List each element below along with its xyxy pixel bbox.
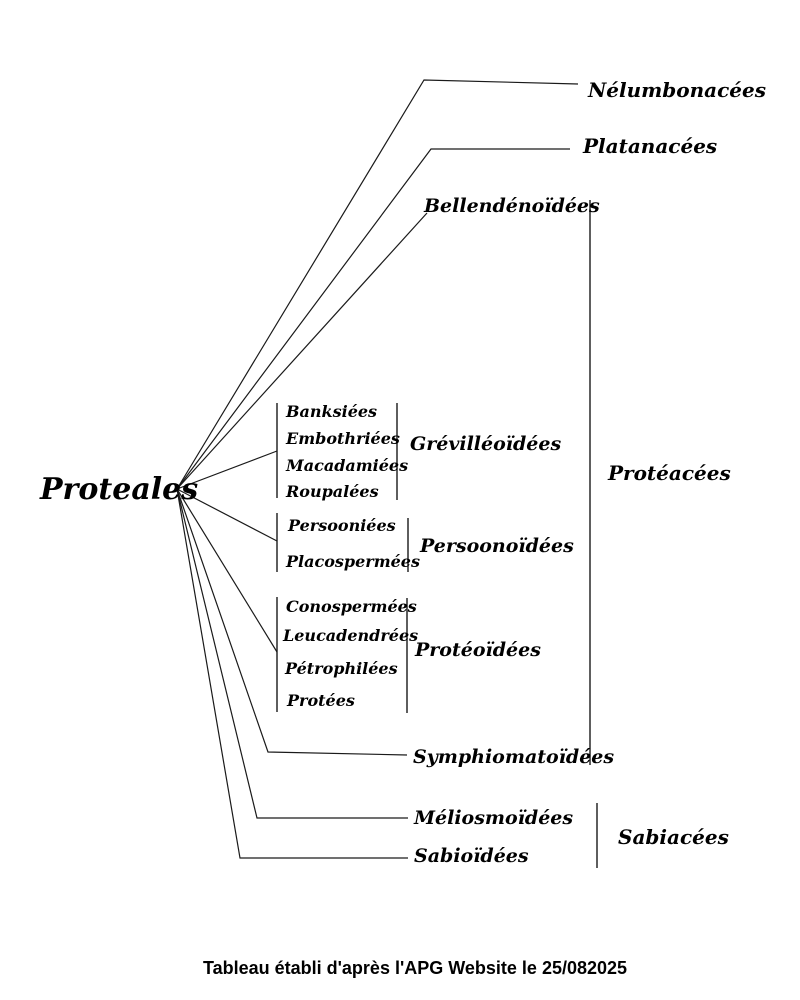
family-label-proteacees: Protéacées — [607, 461, 731, 485]
tribe-label-leucadendrees: Leucadendrées — [282, 626, 418, 645]
subfamily-label-bellendenoidees: Bellendénoïdées — [423, 195, 600, 217]
branch-proteoidees — [176, 488, 278, 653]
tribe-label-placospermees: Placospermées — [285, 552, 420, 571]
subfamily-label-sabioidees: Sabioïdées — [414, 845, 529, 867]
branch-nelumbonacees — [176, 79, 579, 490]
family-label-platanacees: Platanacées — [582, 134, 717, 158]
tribe-label-protees: Protées — [286, 691, 355, 710]
branch-symphiomatoidees — [176, 488, 408, 756]
branch-bellendenoidees — [176, 212, 428, 490]
tribe-label-conospermees: Conospermées — [286, 597, 417, 616]
subfamily-label-persoonoidees: Persoonoïdées — [419, 535, 574, 557]
branch-meliosmoidees — [176, 488, 408, 819]
subfamily-label-meliosmoidees: Méliosmoïdées — [413, 807, 573, 829]
subfamily-label-proteoidees: Protéoïdées — [414, 639, 541, 661]
family-label-sabiacees: Sabiacées — [618, 825, 729, 849]
caption-text: Tableau établi d'après l'APG Website le … — [203, 958, 627, 978]
tribe-label-roupalees: Roupalées — [285, 482, 379, 501]
tribe-label-macadamiees: Macadamiées — [285, 456, 408, 475]
tribe-label-banksiees: Banksiées — [285, 402, 377, 421]
branch-platanacees — [176, 148, 570, 490]
tribe-label-embothriees: Embothriées — [285, 429, 400, 448]
branch-sabioidees — [176, 488, 408, 859]
subfamily-label-symphiomatoidees: Symphiomatoïdées — [413, 746, 614, 768]
branch-persoonoidees — [176, 488, 278, 542]
branch-grevilleoidees — [176, 450, 278, 490]
family-label-nelumbonacees: Nélumbonacées — [587, 78, 766, 102]
tribe-label-petrophilees: Pétrophilées — [284, 659, 398, 678]
tribe-label-persooniees: Persooniées — [287, 516, 396, 535]
subfamily-label-grevilleoidees: Grévilléoïdées — [410, 433, 561, 455]
root-label-proteales: Proteales — [39, 472, 198, 507]
